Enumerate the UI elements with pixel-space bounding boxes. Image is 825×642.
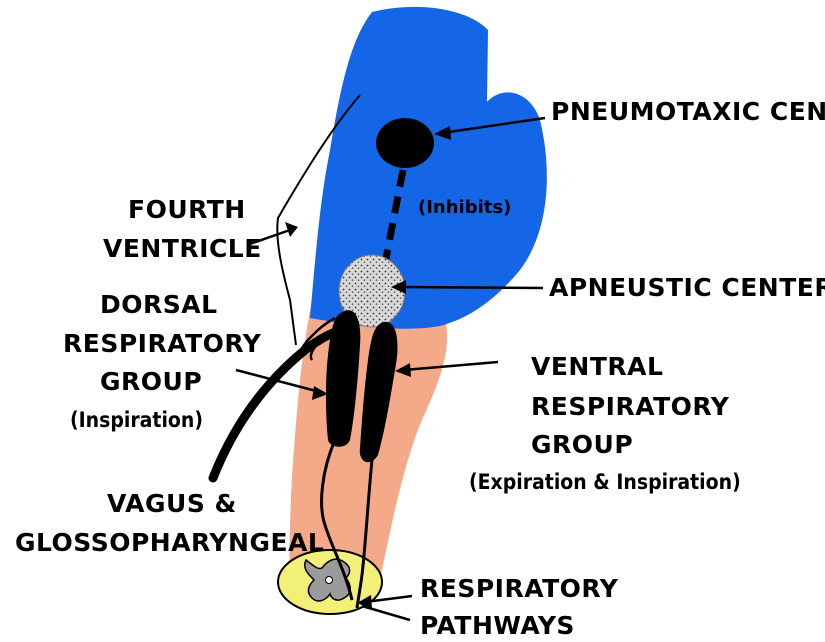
vagus-label-line2: GLOSSOPHARYNGEAL xyxy=(15,528,324,557)
ventral-function-label: (Expiration & Inspiration) xyxy=(469,470,741,494)
fourth-ventricle-label-line1: FOURTH xyxy=(128,195,246,224)
dorsal-group-label-line1: DORSAL xyxy=(100,290,218,319)
pneumotaxic-center-label: PNEUMOTAXIC CENTER xyxy=(551,97,825,126)
vagus-label-line1: VAGUS & xyxy=(107,489,237,518)
dorsal-function-label: (Inspiration) xyxy=(70,408,203,432)
inhibits-label: (Inhibits) xyxy=(418,197,511,218)
pathways-label-line2: PATHWAYS xyxy=(420,611,575,640)
dorsal-group-label-line2: RESPIRATORY xyxy=(63,329,262,358)
ventral-group-label-line1: VENTRAL xyxy=(531,352,663,381)
ventral-group-label-line3: GROUP xyxy=(531,430,633,459)
central-canal xyxy=(326,577,333,584)
ventral-group-label-line2: RESPIRATORY xyxy=(531,392,730,421)
pathways-label-line1: RESPIRATORY xyxy=(420,574,619,603)
apneustic-center-label: APNEUSTIC CENTER xyxy=(549,273,825,302)
fourth-ventricle-label-line2: VENTRICLE xyxy=(103,234,262,263)
dorsal-group-label-line3: GROUP xyxy=(100,367,202,396)
pneumotaxic-center xyxy=(376,118,434,168)
